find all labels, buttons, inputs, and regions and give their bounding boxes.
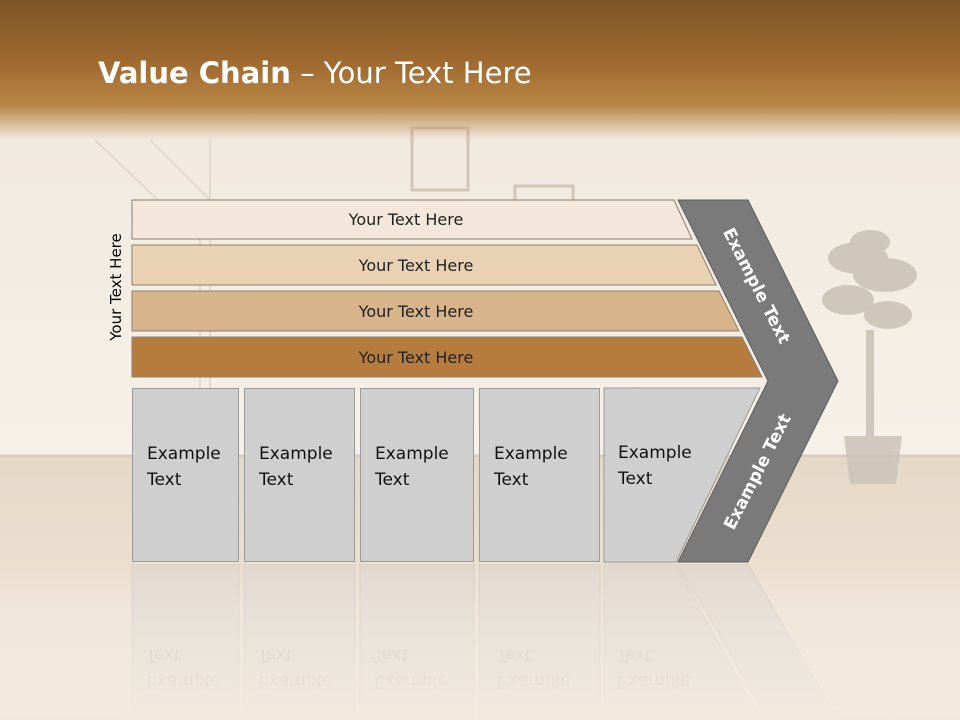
box-text-5a: Example: [618, 443, 692, 463]
box-text-1a: Example: [147, 444, 221, 464]
band-1: Your Text Here: [132, 200, 692, 239]
box-text-2b: Text: [259, 470, 294, 490]
slide-title: Value Chain – Your Text Here: [98, 56, 532, 90]
box-text-4a: Example: [494, 444, 568, 464]
band-shape-4: [131, 336, 763, 378]
box-5-shape: [603, 387, 761, 563]
band-shape-3: [131, 290, 740, 332]
band-label-2: Your Text Here: [358, 255, 474, 275]
title-bold: Value Chain: [98, 56, 291, 90]
band-3: Your Text Here: [132, 291, 700, 331]
box-text-4b: Text: [494, 470, 529, 490]
plant-icon: [822, 230, 917, 484]
band-4: Your Text Here: [132, 337, 700, 377]
reflection-shapes: Text Example Text Example Text Example T…: [0, 564, 960, 720]
box-text-5b: Text: [618, 469, 653, 489]
box-text-1b: Text: [147, 470, 182, 490]
band-2: Your Text Here: [132, 245, 700, 285]
chevron-shape: [677, 199, 839, 563]
title-rest: – Your Text Here: [290, 56, 532, 90]
band-label-3: Your Text Here: [358, 301, 474, 321]
band-label-1: Your Text Here: [348, 210, 464, 229]
band-label-4: Your Text Here: [358, 347, 474, 367]
band-shape-1: [131, 199, 693, 240]
band-shape-2: [131, 244, 717, 286]
box-text-2a: Example: [259, 444, 333, 464]
floor-reflection: Text Example Text Example Text Example T…: [0, 564, 960, 720]
box-text-3b: Text: [375, 470, 410, 490]
box-text-3a: Example: [375, 444, 449, 464]
header-band: [0, 0, 960, 140]
